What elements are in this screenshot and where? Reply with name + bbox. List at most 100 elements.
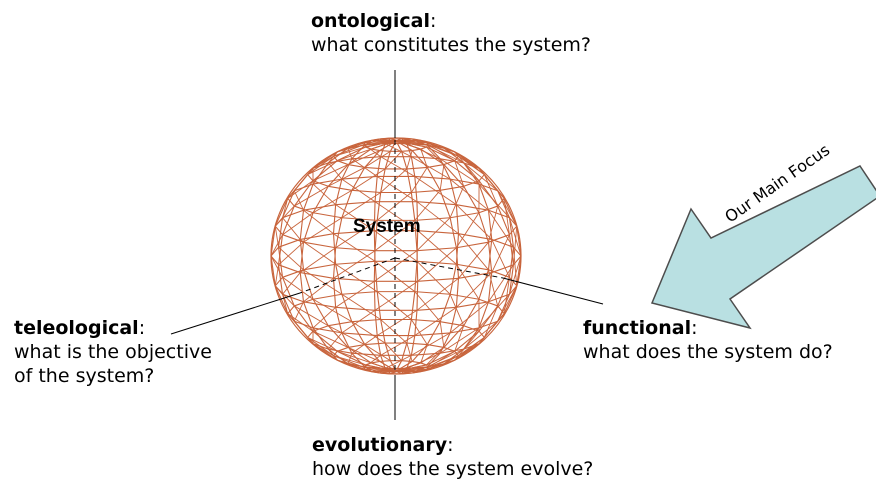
sphere-wire	[376, 192, 412, 221]
sphere-wire	[333, 233, 376, 262]
sphere-wire	[274, 217, 283, 227]
sphere-wire	[456, 204, 489, 211]
evolutionary-colon: :	[447, 434, 454, 456]
sphere-wire	[416, 306, 457, 311]
teleological-label: teleological: what is the objective of t…	[14, 316, 212, 388]
sphere-wire	[411, 156, 441, 160]
sphere-wire	[449, 178, 457, 205]
sphere-wire	[458, 233, 489, 271]
sphere-wire	[303, 217, 343, 243]
sphere-wire	[327, 147, 349, 164]
sphere-outline	[270, 137, 522, 375]
sphere-wire	[335, 306, 376, 311]
sphere-wire	[379, 360, 391, 363]
sphere-wire	[351, 144, 366, 160]
sphere-wire	[488, 209, 510, 219]
sphere-wire	[287, 313, 309, 338]
sphere-wire	[449, 307, 457, 334]
sphere-wire	[456, 301, 489, 308]
sphere-wire	[294, 298, 314, 307]
sphere-wire	[374, 201, 418, 232]
sphere-wire	[439, 164, 445, 191]
sphere-wire	[401, 149, 413, 152]
sphere-wire	[417, 230, 459, 235]
sphere-wire	[491, 239, 510, 278]
sphere-wire	[509, 255, 522, 295]
sphere-wire	[341, 332, 353, 354]
sphere-wire	[395, 361, 413, 372]
sphere-wire	[348, 164, 365, 168]
evolutionary-question: how does the system evolve?	[312, 458, 594, 480]
sphere-wire	[282, 293, 304, 303]
sphere-wire	[416, 281, 419, 311]
sphere-wire	[406, 150, 413, 170]
sphere-wire	[443, 325, 465, 348]
sphere-wire	[406, 342, 413, 362]
sphere-wire	[491, 264, 514, 274]
sphere-wire	[406, 143, 428, 146]
sphere-wire	[312, 307, 336, 329]
sphere-wire	[449, 264, 457, 295]
sphere-wire	[293, 190, 304, 211]
sphere-wire	[371, 148, 380, 152]
sphere-wire	[390, 137, 407, 145]
sphere-wire	[450, 327, 480, 334]
sphere-wire	[373, 201, 376, 231]
sphere-wire	[348, 344, 365, 348]
sphere-wire	[427, 144, 444, 149]
sphere-wire	[414, 175, 451, 180]
sphere-wire	[337, 350, 366, 366]
sphere-wire	[463, 162, 499, 192]
sphere-wire	[302, 301, 314, 329]
sphere-wire	[426, 352, 441, 368]
sphere-wire	[508, 247, 515, 278]
sphere-wire	[478, 183, 498, 192]
sphere-wire	[335, 220, 378, 249]
sphere-wire	[458, 330, 480, 357]
sphere-wire	[282, 212, 314, 236]
sphere-wire	[270, 226, 276, 257]
sphere-wire	[303, 263, 336, 271]
sphere-wire	[294, 305, 329, 327]
teleological-axis-dashed	[299, 257, 396, 294]
sphere-wire	[411, 332, 451, 356]
sphere-wire	[347, 353, 353, 365]
focus-arrow	[650, 165, 876, 330]
sphere-wire	[463, 180, 480, 187]
sphere-wire	[420, 344, 428, 364]
sphere-wire	[371, 360, 380, 364]
sphere-wire	[416, 260, 457, 265]
sphere-wire	[293, 305, 314, 332]
sphere-wire	[337, 346, 349, 352]
sphere-wire	[395, 370, 413, 374]
sphere-wire	[455, 233, 460, 265]
sphere-wire	[376, 176, 418, 203]
sphere-wire	[491, 234, 510, 273]
sphere-wire	[508, 217, 515, 248]
sphere-wire	[417, 230, 457, 265]
sphere-wire	[440, 348, 464, 354]
functional-axis-line	[502, 277, 604, 305]
sphere-wire	[274, 285, 295, 307]
sphere-wire	[414, 190, 441, 221]
sphere-wire	[417, 247, 457, 282]
sphere-wire	[417, 277, 459, 282]
sphere-wire	[487, 210, 493, 240]
sphere-wire	[374, 261, 378, 292]
sphere-wire	[488, 209, 514, 248]
sphere-wire	[312, 160, 338, 182]
sphere-wire	[443, 164, 465, 187]
sphere-wire	[341, 178, 376, 203]
sphere-wire	[406, 342, 428, 346]
sphere-wire	[478, 183, 490, 211]
sphere-wire	[299, 247, 336, 273]
sphere-wire	[449, 217, 457, 248]
sphere-wire	[454, 151, 485, 175]
sphere-wire	[274, 225, 283, 236]
sphere-wire	[341, 293, 381, 320]
sphere-wire	[443, 147, 465, 164]
sphere-wire	[332, 278, 337, 308]
sphere-wire	[384, 151, 402, 170]
sphere-wire	[414, 291, 451, 295]
